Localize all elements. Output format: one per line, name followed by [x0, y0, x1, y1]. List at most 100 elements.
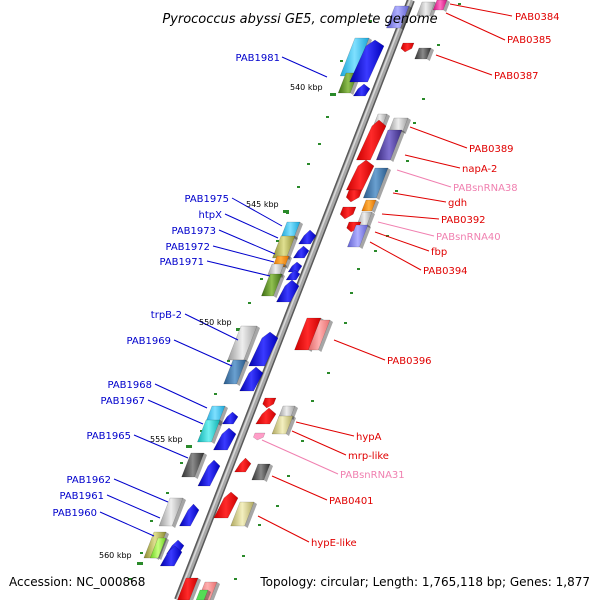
gene-block-pab0401[interactable] [251, 463, 273, 482]
scale-dot [318, 143, 321, 145]
gene-arrow-pab1981[interactable] [349, 39, 385, 83]
leader-line [106, 494, 161, 519]
gene-label-fbp[interactable]: fbp [431, 247, 447, 258]
gene-label-mrp-like[interactable]: mrp-like [348, 451, 389, 462]
gene-label-hypa[interactable]: hypA [356, 432, 382, 443]
gene-label-pabsnrna38[interactable]: PABsnRNA38 [453, 183, 518, 194]
gene-block-pab0384b[interactable] [432, 0, 450, 12]
gene-block-pab0394[interactable] [347, 224, 371, 249]
gene-arrow-pab1969[interactable] [239, 366, 264, 392]
gene-block-pab0396b[interactable] [307, 319, 333, 352]
gene-block[interactable] [149, 537, 169, 560]
scale-dot [311, 400, 314, 402]
gene-arrow[interactable] [221, 411, 239, 425]
scale-label: 560 kbp [99, 551, 132, 560]
gene-label-pab0384[interactable]: PAB0384 [515, 12, 560, 23]
gene-label-napa-2[interactable]: napA-2 [462, 164, 497, 175]
scale-dot [242, 555, 245, 557]
gene-label-pab0392[interactable]: PAB0392 [441, 215, 486, 226]
gene-arrow-pab1967[interactable] [213, 427, 237, 451]
gene-block-pab1975[interactable] [280, 221, 303, 240]
scale-dot [326, 116, 329, 118]
scale-dot [458, 3, 461, 5]
gene-block-napa-2[interactable] [375, 129, 405, 162]
leader-line [113, 478, 169, 503]
leader-line [154, 383, 208, 409]
gene-block-pab1971[interactable] [261, 273, 285, 298]
gene-block-gdh[interactable] [362, 167, 391, 200]
gene-label-htpx[interactable]: htpX [199, 210, 223, 221]
gene-label-pab0394[interactable]: PAB0394 [423, 266, 468, 277]
gene-label-pab1969[interactable]: PAB1969 [126, 336, 171, 347]
gene-arrow-pab0401[interactable] [234, 457, 252, 473]
gene-label-pab0387[interactable]: PAB0387 [494, 71, 539, 82]
scale-dot [374, 250, 377, 252]
gene-label-pab1968[interactable]: PAB1968 [107, 380, 152, 391]
gene-arrow-pabsnrna31[interactable] [253, 432, 266, 441]
gene-block-hypa[interactable] [271, 415, 296, 436]
gene-block[interactable] [195, 589, 211, 600]
leader-line [212, 245, 275, 263]
gene-arrow[interactable] [285, 269, 301, 281]
gene-arrow-gdh[interactable] [345, 189, 363, 203]
gene-block-pab1965[interactable] [181, 452, 207, 479]
gene-block[interactable] [177, 577, 201, 600]
gene-label-pab1972[interactable]: PAB1972 [165, 242, 210, 253]
gene-label-pab1975[interactable]: PAB1975 [184, 194, 229, 205]
leader-line [184, 313, 239, 341]
gene-label-pab1961[interactable]: PAB1961 [59, 491, 104, 502]
gene-block-pab0392[interactable] [361, 199, 379, 213]
gene-label-pabsnrna40[interactable]: PABsnRNA40 [436, 232, 501, 243]
gene-arrow-trpb-2[interactable] [248, 331, 279, 367]
gene-block[interactable] [388, 117, 411, 134]
scale-tick [186, 445, 192, 448]
scale-tick [283, 210, 289, 213]
gene-block[interactable] [386, 5, 412, 30]
leader-line [224, 213, 279, 239]
gene-label-pab0385[interactable]: PAB0385 [507, 35, 552, 46]
scale-tick [330, 93, 336, 96]
gene-label-pab1965[interactable]: PAB1965 [86, 431, 131, 442]
gene-arrow-pab1972[interactable] [292, 245, 310, 259]
gene-block-pab0387[interactable] [414, 47, 434, 61]
gene-arrow-pab0385[interactable] [400, 42, 415, 53]
gene-arrow-pab1960[interactable] [159, 545, 183, 567]
gene-label-pab1971[interactable]: PAB1971 [159, 257, 204, 268]
gene-arrow[interactable] [213, 491, 239, 519]
gene-label-pabsnrna31[interactable]: PABsnRNA31 [340, 470, 405, 481]
scale-dot [248, 302, 251, 304]
gene-label-pab0396[interactable]: PAB0396 [387, 356, 432, 367]
scale-dot [395, 190, 398, 192]
leader-line [435, 54, 493, 76]
gene-arrow-htpx[interactable] [298, 229, 317, 245]
gene-arrow-pab0392[interactable] [339, 206, 357, 220]
gene-arrow-hypa[interactable] [262, 397, 277, 409]
gene-block-pab1967[interactable] [197, 419, 223, 444]
gene-block-pab1969[interactable] [223, 359, 249, 386]
map-title: Pyrococcus abyssi GE5, complete genome [162, 12, 437, 27]
gene-arrow-pab1965[interactable] [197, 459, 221, 487]
leader-line [404, 154, 461, 169]
scale-dot [422, 98, 425, 100]
gene-arrow-mrp-like[interactable] [255, 407, 277, 425]
gene-label-pab0389[interactable]: PAB0389 [469, 144, 514, 155]
gene-arrow[interactable] [276, 279, 300, 303]
gene-block-pab1962[interactable] [158, 497, 186, 528]
gene-label-pab0401[interactable]: PAB0401 [329, 496, 374, 507]
gene-label-gdh[interactable]: gdh [448, 198, 467, 209]
topology-text: Topology: circular; Length: 1,765,118 bp… [259, 575, 590, 589]
gene-block-hype-like[interactable] [230, 501, 257, 528]
gene-label-hype-like[interactable]: hypE-like [311, 538, 357, 549]
gene-arrow-pab0389[interactable] [356, 119, 387, 161]
leader-line [173, 339, 233, 367]
gene-label-pab1981[interactable]: PAB1981 [235, 53, 280, 64]
scale-dot [276, 240, 279, 242]
gene-arrow-pab1962[interactable] [179, 503, 200, 527]
gene-label-pab1967[interactable]: PAB1967 [100, 396, 145, 407]
gene-arrow[interactable] [352, 83, 371, 97]
gene-label-trpb-2[interactable]: trpB-2 [151, 310, 182, 321]
gene-label-pab1960[interactable]: PAB1960 [52, 508, 97, 519]
gene-label-pab1962[interactable]: PAB1962 [66, 475, 111, 486]
leader-line [218, 229, 276, 255]
gene-label-pab1973[interactable]: PAB1973 [171, 226, 216, 237]
